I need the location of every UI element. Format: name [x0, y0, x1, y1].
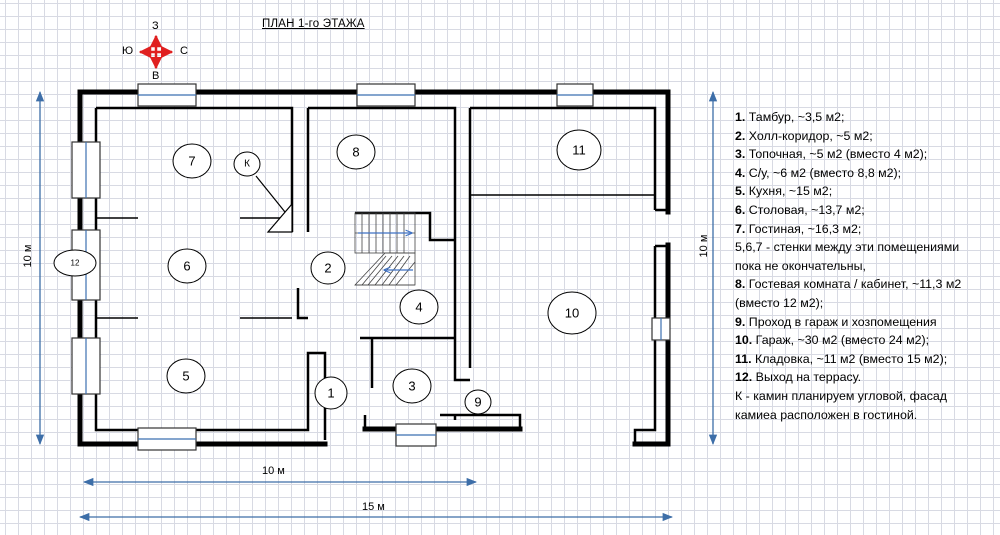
- legend-item: 6. Столовая, ~13,7 м2;: [735, 201, 1000, 220]
- room-5-label: 5: [182, 369, 189, 384]
- legend-item-number: 4.: [735, 165, 746, 180]
- plan-title: ПЛАН 1-го ЭТАЖА: [262, 18, 365, 30]
- room-8-label: 8: [352, 145, 359, 160]
- legend-item-number: 10.: [735, 333, 753, 348]
- legend-item: 5,6,7 - стенки между эти помещениями: [735, 238, 1000, 257]
- room-1-label: 1: [327, 386, 334, 401]
- legend-item-text: 5,6,7 - стенки между эти помещениями: [735, 240, 960, 255]
- legend-item-number: 2.: [735, 128, 746, 143]
- room-7-label: 7: [188, 154, 195, 169]
- legend-item-text: Гостевая комната / кабинет, ~11,3 м2: [745, 277, 962, 292]
- legend-item: 10. Гараж, ~30 м2 (вместо 24 м2);: [735, 331, 1000, 350]
- compass-west-label: Ю: [122, 45, 134, 57]
- legend-item-text: камиеа расположен в гостиной.: [735, 407, 918, 422]
- legend-item: 5. Кухня, ~15 м2;: [735, 182, 1000, 201]
- legend-item-text: К - камин планируем угловой, фасад: [735, 388, 948, 403]
- room-3-label: 3: [408, 379, 415, 394]
- compass-east-label: С: [180, 45, 188, 57]
- interior-walls: [94, 106, 668, 444]
- legend-item: 7. Гостиная, ~16,3 м2;: [735, 220, 1000, 239]
- legend-item: 8. Гостевая комната / кабинет, ~11,3 м2: [735, 275, 1000, 294]
- dimension-right-label: 10 м: [698, 234, 710, 258]
- legend-item-text: Кладовка, ~11 м2 (вместо 15 м2);: [751, 351, 948, 366]
- legend-item: (вместо 12 м2);: [735, 294, 1000, 313]
- dimension-left-label: 10 м: [22, 244, 34, 268]
- room-9-label: 9: [474, 395, 481, 410]
- legend-item: 9. Проход в гараж и хозпомещения: [735, 313, 1000, 332]
- legend-item: пока не окончательны,: [735, 257, 1000, 276]
- dimension-lines: [35, 90, 718, 522]
- legend-item: 1. Тамбур, ~3,5 м2;: [735, 108, 1000, 127]
- legend-item-text: Выход на террасу.: [752, 370, 862, 385]
- legend-item-text: Гараж, ~30 м2 (вместо 24 м2);: [752, 333, 930, 348]
- fireplace: [255, 175, 293, 233]
- room-12-label: 12: [71, 259, 80, 268]
- room-11-label: 11: [572, 143, 586, 158]
- compass-north-label: З: [152, 20, 159, 32]
- legend-item: камиеа расположен в гостиной.: [735, 406, 1000, 425]
- room-6-label: 6: [183, 259, 190, 274]
- legend-item-number: 7.: [735, 221, 746, 236]
- dimension-inner-width-label: 10 м: [262, 465, 285, 477]
- room-numbers: 7 К 8 11 6 2 12 4 10 5 1 3 9: [71, 143, 586, 410]
- legend-item-number: 11.: [735, 351, 752, 366]
- room-2-label: 2: [324, 261, 331, 276]
- room-4-label: 4: [415, 300, 422, 315]
- legend-item-number: 3.: [735, 147, 746, 162]
- staircase: [354, 212, 416, 286]
- legend-item: 4. С/у, ~6 м2 (вместо 8,8 м2);: [735, 164, 1000, 183]
- legend-item: 12. Выход на террасу.: [735, 368, 1000, 387]
- dimension-total-width-label: 15 м: [362, 501, 385, 513]
- room-10-label: 10: [565, 306, 579, 321]
- legend-item-number: 1.: [735, 110, 746, 124]
- windows: [71, 83, 671, 451]
- legend-item-text: Холл-коридор, ~5 м2;: [745, 128, 873, 143]
- room-legend: 1. Тамбур, ~3,5 м2;2. Холл-коридор, ~5 м…: [735, 108, 1000, 424]
- compass-icon: [138, 34, 174, 70]
- legend-item-number: 6.: [735, 202, 746, 217]
- compass-south-label: В: [152, 70, 160, 82]
- legend-item-number: 8.: [735, 277, 746, 292]
- legend-item-text: Столовая, ~13,7 м2;: [745, 202, 865, 217]
- legend-item-number: 5.: [735, 184, 746, 199]
- legend-item-text: Гостиная, ~16,3 м2;: [745, 221, 862, 236]
- legend-item: 2. Холл-коридор, ~5 м2;: [735, 127, 1000, 146]
- legend-item: 11. Кладовка, ~11 м2 (вместо 15 м2);: [735, 350, 1000, 369]
- room-markers: [53, 129, 602, 415]
- legend-item-text: пока не окончательны,: [735, 258, 866, 273]
- legend-item-number: 12.: [735, 370, 753, 385]
- fireplace-label: К: [244, 159, 250, 170]
- legend-item-text: Топочная, ~5 м2 (вместо 4 м2);: [745, 147, 928, 162]
- legend-item-text: Проход в гараж и хозпомещения: [745, 314, 937, 329]
- legend-item-text: (вместо 12 м2);: [735, 295, 824, 310]
- legend-item-number: 9.: [735, 314, 746, 329]
- legend-item-text: Тамбур, ~3,5 м2;: [745, 110, 845, 124]
- legend-item-text: С/у, ~6 м2 (вместо 8,8 м2);: [745, 165, 902, 180]
- legend-item-text: Кухня, ~15 м2;: [745, 184, 833, 199]
- legend-item: К - камин планируем угловой, фасад: [735, 387, 1000, 406]
- legend-item: 3. Топочная, ~5 м2 (вместо 4 м2);: [735, 145, 1000, 164]
